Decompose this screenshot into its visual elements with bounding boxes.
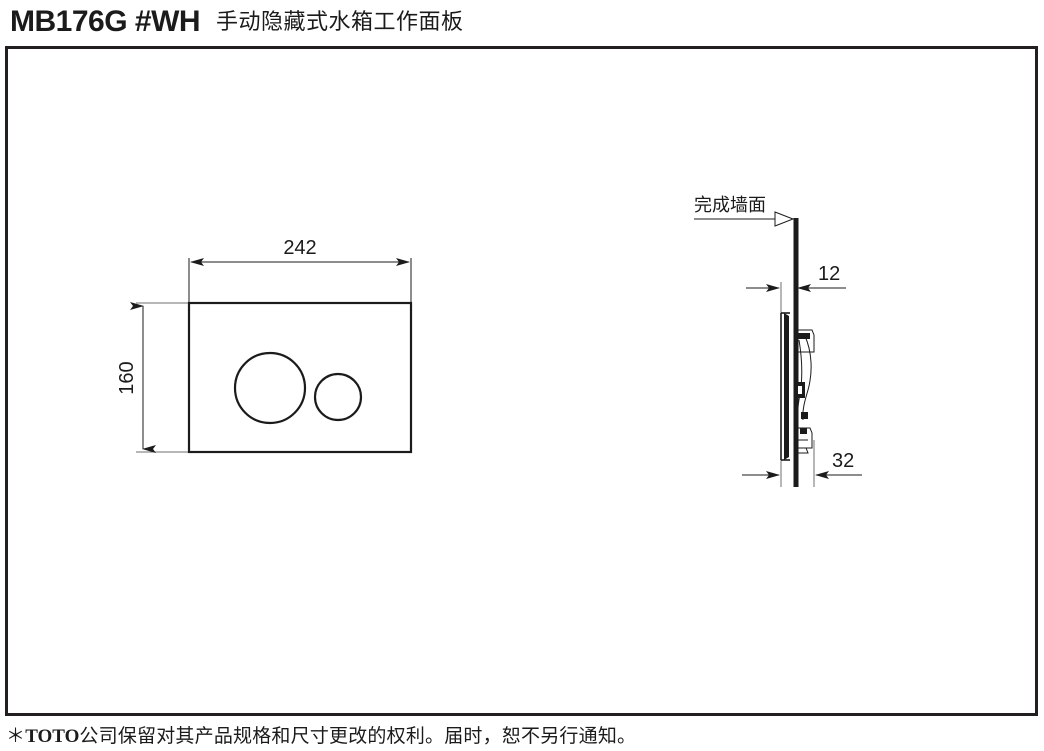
page-title-description: 手动隐藏式水箱工作面板 [216, 9, 464, 34]
page-title-model-code: MB176G #WH [10, 5, 201, 38]
disclaimer-text: 公司保留对其产品规格和尺寸更改的权利。届时，恕不另行通知。 [79, 726, 637, 747]
disclaimer-bar: ＊TOTO公司保留对其产品规格和尺寸更改的权利。届时，恕不另行通知。 [0, 722, 1044, 751]
brand-name: TOTO [25, 726, 80, 747]
disclaimer-asterisk: ＊ [6, 726, 26, 747]
disclaimer-note: ＊TOTO公司保留对其产品规格和尺寸更改的权利。届时，恕不另行通知。 [6, 727, 636, 746]
drawing-frame-border [5, 46, 1038, 716]
title-bar: MB176G #WH 手动隐藏式水箱工作面板 [0, 0, 1044, 44]
